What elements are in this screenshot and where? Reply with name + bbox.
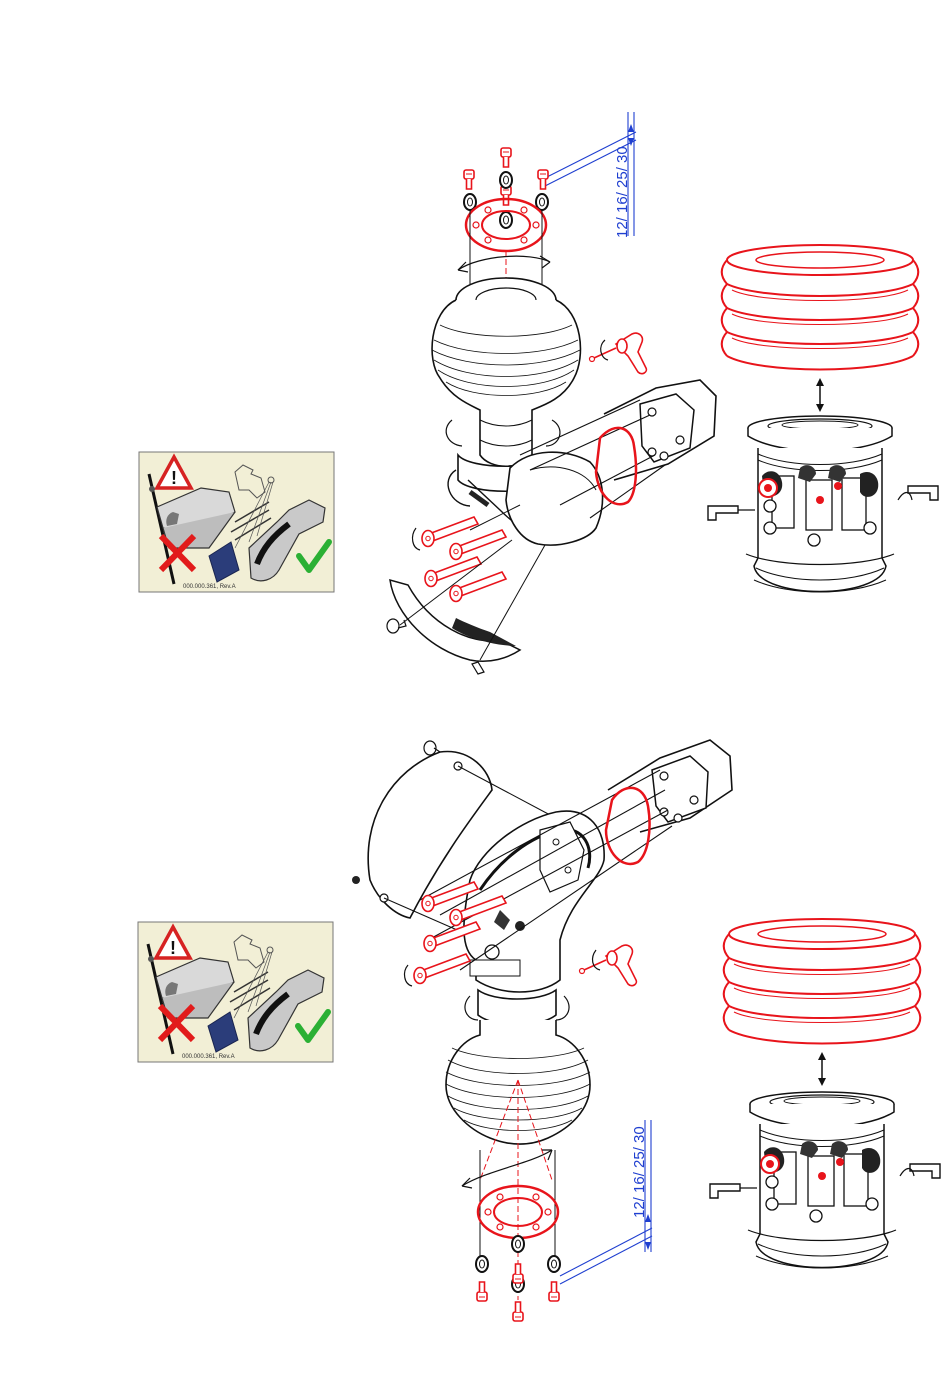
dimension-annotation-top: 12/ 16/ 25/ 30 — [545, 112, 636, 238]
bottom-right-base-mechanism — [710, 1092, 940, 1268]
bottom-screws — [476, 1236, 560, 1321]
top-assembly: 12/ 16/ 25/ 30 — [387, 112, 938, 674]
top-bottom-cover — [387, 540, 545, 674]
bottom-assembly: 12/ 16/ 25/ 30 — [352, 740, 940, 1321]
warning-card-bottom: 000.000.361, Rev.A — [138, 922, 333, 1062]
bottom-clamp-lever — [580, 945, 637, 986]
top-right-bellows — [722, 245, 919, 412]
dimension-annotation-bottom: 12/ 16/ 25/ 30 — [560, 1120, 652, 1284]
rotation-arrow-bottom — [462, 1150, 555, 1260]
bottom-right-bellows — [724, 919, 921, 1086]
dimension-label-top: 12/ 16/ 25/ 30 — [614, 146, 631, 238]
warning-card-top: 000.000.361, Rev.A — [139, 452, 334, 592]
top-right-base-mechanism — [708, 416, 938, 592]
dimension-label-bottom: 12/ 16/ 25/ 30 — [631, 1126, 648, 1218]
card-part-number-top: 000.000.361, Rev.A — [183, 584, 236, 590]
top-clamp-lever — [590, 333, 647, 374]
top-screws — [464, 148, 548, 228]
card-part-number-bottom: 000.000.361, Rev.A — [182, 1054, 235, 1060]
top-long-bolts — [413, 505, 520, 602]
top-elbow-cover — [506, 452, 603, 545]
bottom-joint-body — [446, 990, 590, 1300]
